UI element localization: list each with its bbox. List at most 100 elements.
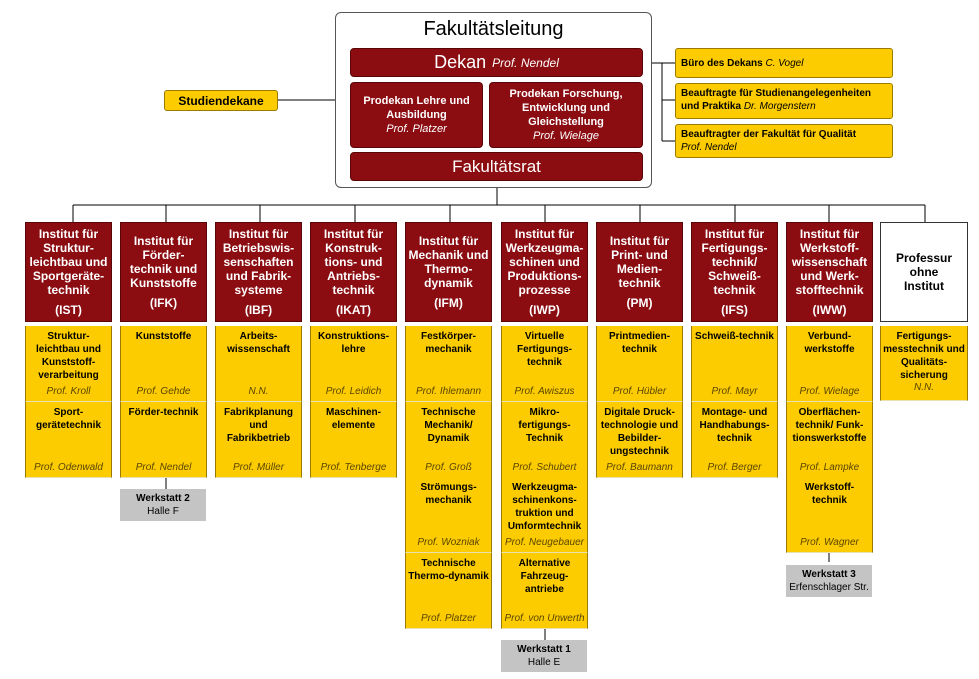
prodekan-lehre-box[interactable]: Prodekan Lehre und Ausbildung Prof. Plat… [350, 82, 483, 148]
professorship-label: Werkstoff-technik [804, 482, 855, 506]
professorship-label: Technische Thermo-dynamik [408, 558, 489, 582]
institute-name: Institut für Werkzeugma-schinen und Prod… [505, 227, 584, 297]
professorship-box[interactable]: Oberflächen-technik/ Funk-tionswerkstoff… [786, 402, 873, 478]
institute-abbr: (IFK) [149, 296, 178, 310]
institute-box[interactable]: Institut für Struktur-leichtbau und Spor… [25, 222, 112, 322]
studiendekane-box[interactable]: Studiendekane [164, 90, 278, 111]
institute-box[interactable]: Institut für Fertigungs-technik/ Schweiß… [691, 222, 778, 322]
professorship-person: Prof. Schubert [512, 462, 577, 473]
professorship-box[interactable]: Werkzeugma-schinenkons-truktion und Umfo… [501, 477, 588, 553]
fakultaetsleitung-title: Fakultätsleitung [423, 18, 564, 40]
institute-box[interactable]: Institut für Print- und Medien-technik (P… [596, 222, 683, 322]
institute-name: Institut für Konstruk-tions- und Antrieb… [323, 227, 384, 297]
professorship-person: Prof. Platzer [420, 613, 477, 624]
institute-box[interactable]: Institut für Werkzeugma-schinen und Prod… [501, 222, 588, 322]
staff-buero-dekan[interactable]: Büro des Dekans C. Vogel [675, 48, 893, 78]
dekan-box[interactable]: Dekan Prof. Nendel [350, 48, 643, 77]
staff-qualitaet-label: Beauftragter der Fakultät für Qualität [681, 129, 857, 140]
professorship-person: Prof. Awiszus [514, 386, 575, 397]
professur-ohne-institut-box[interactable]: Professur ohne Institut [880, 222, 968, 322]
prodekan-forschung-label: Prodekan Forschung, Entwicklung und Glei… [509, 88, 623, 128]
institute-box[interactable]: Institut für Betriebswis-senschaften und… [215, 222, 302, 322]
prodekan-lehre-name: Prof. Platzer [386, 123, 447, 135]
institute-name: Institut für Betriebswis-senschaften und… [222, 227, 295, 297]
institute-name: Institut für Struktur-leichtbau und Spor… [29, 227, 108, 297]
professorship-label: Digitale Druck-technologie und Bebilder-… [600, 407, 679, 457]
professorship-label: Verbund-werkstoffe [804, 331, 855, 355]
institute-abbr: (IFM) [434, 296, 463, 310]
werkstatt-place: Erfenschlager Str. [789, 582, 869, 593]
professorship-person: Prof. Ihlemann [415, 386, 482, 397]
professur-sub-box[interactable]: Fertigungs-messtechnik und Qualitäts-sic… [880, 326, 968, 401]
prodekan-forschung-box[interactable]: Prodekan Forschung, Entwicklung und Glei… [489, 82, 643, 148]
staff-qualitaet[interactable]: Beauftragter der Fakultät für Qualität P… [675, 124, 893, 158]
professorship-person: Prof. Hübler [612, 386, 667, 397]
professorship-label: Sport-gerätetechnik [35, 407, 102, 431]
staff-studien-name: Dr. Morgenstern [743, 101, 816, 112]
professorship-label: Festkörper-mechanik [420, 331, 476, 355]
institute-abbr: (PM) [626, 296, 653, 310]
staff-buero-name: C. Vogel [765, 57, 804, 69]
dekan-name: Prof. Nendel [492, 55, 559, 70]
professorship-person: Prof. Kroll [46, 386, 91, 397]
institute-abbr: (IWP) [529, 303, 560, 317]
professorship-person: Prof. Müller [232, 462, 285, 473]
professorship-person: Prof. Berger [707, 462, 762, 473]
institute-name: Institut für Print- und Medien-technik [609, 234, 670, 290]
professorship-label: Konstruktions-lehre [317, 331, 390, 355]
professorship-label: Struktur-leichtbau und Kunststoff-verarb… [36, 331, 101, 381]
institute-box[interactable]: Institut für Mechanik und Thermo-dynamik… [405, 222, 492, 322]
staff-studien-label: Beauftragte für Studienangelegenheiten u… [681, 88, 872, 112]
professorship-person: N.N. [248, 386, 269, 397]
professorship-box[interactable]: Digitale Druck-technologie und Bebilder-… [596, 402, 683, 478]
professorship-person: Prof. Wielage [799, 386, 860, 397]
werkstatt-place: Halle F [147, 506, 179, 517]
institute-box[interactable]: Institut für Werkstoff-wissenschaft und … [786, 222, 873, 322]
professorship-box[interactable]: Struktur-leichtbau und Kunststoff-verarb… [25, 326, 112, 402]
werkstatt-title: Werkstatt 1 [517, 644, 571, 655]
institute-abbr: (IWW) [812, 303, 847, 317]
professorship-label: Werkzeugma-schinenkons-truktion und Umfo… [507, 482, 582, 532]
institute-box[interactable]: Institut für Konstruk-tions- und Antrieb… [310, 222, 397, 322]
professorship-person: Prof. Lampke [799, 462, 860, 473]
fakultaetsrat-box[interactable]: Fakultätsrat [350, 152, 643, 181]
studiendekane-label: Studiendekane [178, 93, 264, 108]
professorship-label: Montage- und Handhabungs-technik [699, 407, 770, 444]
institute-abbr: (IST) [55, 303, 82, 317]
institute-abbr: (IKAT) [335, 303, 372, 317]
professorship-label: Alternative Fahrzeug-antriebe [518, 558, 571, 595]
institute-name: Institut für Förder-technik und Kunststo… [129, 234, 198, 290]
professorship-person: Prof. Baumann [606, 462, 673, 473]
professorship-person: Prof. Odenwald [34, 462, 103, 473]
fakultaetsrat-label: Fakultätsrat [452, 156, 541, 176]
staff-studienangelegenheiten[interactable]: Beauftragte für Studienangelegenheiten u… [675, 83, 893, 119]
institute-box[interactable]: Institut für Förder-technik und Kunststo… [120, 222, 207, 322]
institute-name: Institut für Fertigungs-technik/ Schweiß… [701, 227, 768, 297]
professorship-label: Maschinen-elemente [325, 407, 381, 431]
prodekan-forschung-name: Prof. Wielage [533, 130, 599, 142]
professorship-person: Prof. Wozniak [417, 537, 480, 548]
